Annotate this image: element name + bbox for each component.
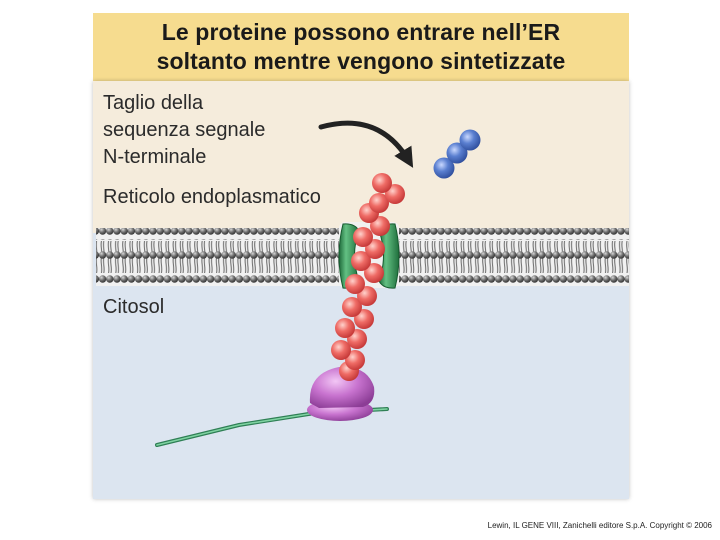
amino-acid-bead (345, 350, 365, 370)
amino-acid-bead (345, 274, 365, 294)
copyright-credit: Lewin, IL GENE VIII, Zanichelli editore … (487, 521, 712, 530)
label-cleavage-line-1: Taglio della (103, 92, 204, 114)
signal-sequence-bead (446, 142, 468, 164)
amino-acid-bead (364, 263, 384, 283)
label-er-lumen: Reticolo endoplasmatico (103, 186, 321, 208)
amino-acid-bead (369, 193, 389, 213)
amino-acid-bead (351, 251, 371, 271)
label-cleavage-line-2: sequenza segnale (103, 119, 266, 141)
slide-title: Le proteine possono entrare nell’ER solt… (157, 18, 566, 76)
amino-acid-bead (335, 318, 355, 338)
cleaved-signal-sequence (433, 129, 481, 179)
amino-acid-bead (331, 340, 351, 360)
title-banner: Le proteine possono entrare nell’ER solt… (93, 13, 629, 81)
polypeptide-chain (331, 173, 405, 381)
title-line-2: soltanto mentre vengono sintetizzate (156, 48, 566, 74)
signal-sequence-bead (459, 129, 481, 151)
label-cleavage-site: Taglio della sequenza segnale N-terminal… (103, 90, 265, 171)
er-translocation-figure: Taglio della sequenza segnale N-terminal… (93, 81, 629, 499)
ribosome (307, 366, 375, 421)
amino-acid-bead (342, 297, 362, 317)
amino-acid-bead (372, 173, 392, 193)
label-cleavage-line-3: N-terminale (103, 146, 207, 168)
amino-acid-bead (353, 227, 373, 247)
signal-sequence-bead (433, 157, 455, 179)
title-line-1: Le proteine possono entrare nell’ER (161, 19, 561, 45)
cleavage-arrow-icon (318, 120, 414, 168)
label-cytosol: Citosol (103, 296, 165, 318)
